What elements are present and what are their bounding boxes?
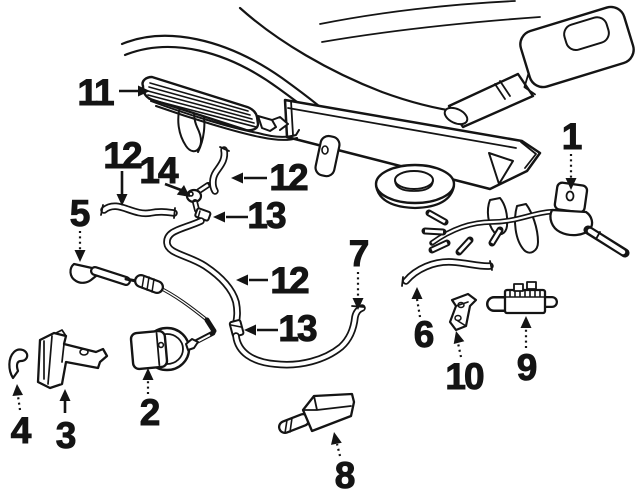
callout-label-13b[interactable]: 13 <box>278 308 320 350</box>
steering-column <box>443 5 635 129</box>
beam-cutout <box>488 152 514 185</box>
callout-12-middle[interactable]: 12 <box>236 260 312 302</box>
callout-6[interactable]: 6 <box>411 287 436 356</box>
floor-boss <box>374 163 456 210</box>
callout-14[interactable]: 14 <box>139 150 190 197</box>
part-vacuum-hose-upper-left <box>100 202 178 219</box>
callout-label-13a[interactable]: 13 <box>247 195 289 237</box>
callout-13-lower[interactable]: 13 <box>244 308 320 350</box>
callout-12-upper-right[interactable]: 12 <box>231 157 311 199</box>
part-vacuum-release-valve <box>278 392 356 434</box>
part-vacuum-hose-middle <box>163 217 241 327</box>
callout-4[interactable]: 4 <box>10 384 34 452</box>
callout-label-10[interactable]: 10 <box>445 356 487 398</box>
callout-label-7[interactable]: 7 <box>348 233 370 275</box>
part-cruise-control-cable <box>69 262 217 350</box>
callout-11[interactable]: 11 <box>77 72 150 114</box>
callout-label-1[interactable]: 1 <box>561 116 584 158</box>
callout-5[interactable]: 5 <box>69 193 92 262</box>
part-vacuum-hose-upper-right <box>209 146 230 195</box>
callout-9[interactable]: 9 <box>516 316 539 389</box>
callout-1[interactable]: 1 <box>561 116 584 190</box>
beam-fingers <box>486 197 539 254</box>
part-cruise-servo-module <box>129 326 199 372</box>
callout-label-4[interactable]: 4 <box>10 410 34 452</box>
callout-label-11[interactable]: 11 <box>77 72 117 114</box>
callout-12-upper-left[interactable]: 12 <box>103 135 145 206</box>
part-mounting-bracket-small <box>448 292 478 332</box>
callout-label-9[interactable]: 9 <box>516 347 539 389</box>
callout-label-8[interactable]: 8 <box>334 455 357 494</box>
support-beam <box>283 98 542 191</box>
callout-label-5[interactable]: 5 <box>69 193 92 235</box>
part-vacuum-valve <box>486 281 558 315</box>
part-tee-connector <box>185 182 211 213</box>
callout-label-3[interactable]: 3 <box>55 415 78 457</box>
callout-3[interactable]: 3 <box>55 389 78 457</box>
callout-8[interactable]: 8 <box>331 432 357 494</box>
part-vacuum-hose-short <box>401 258 494 287</box>
callout-label-12a[interactable]: 12 <box>103 135 145 177</box>
callout-label-12c[interactable]: 12 <box>270 260 312 302</box>
callout-label-2[interactable]: 2 <box>139 392 162 434</box>
harness-connectors <box>421 209 504 256</box>
callout-7[interactable]: 7 <box>348 233 370 310</box>
part-servo-mounting-bracket <box>36 329 109 390</box>
callout-label-14[interactable]: 14 <box>139 150 182 192</box>
callout-13-upper[interactable]: 13 <box>213 195 289 237</box>
part-accelerator-pedal <box>141 75 300 153</box>
callout-2[interactable]: 2 <box>139 368 162 434</box>
callout-label-12b[interactable]: 12 <box>269 157 311 199</box>
grommet-plate <box>314 134 341 178</box>
wiring-harness <box>421 208 567 256</box>
callout-10[interactable]: 10 <box>445 331 487 398</box>
callout-label-6[interactable]: 6 <box>413 314 436 356</box>
part-retainer-clip <box>8 348 29 380</box>
part-cruise-switch-lever <box>549 181 630 258</box>
